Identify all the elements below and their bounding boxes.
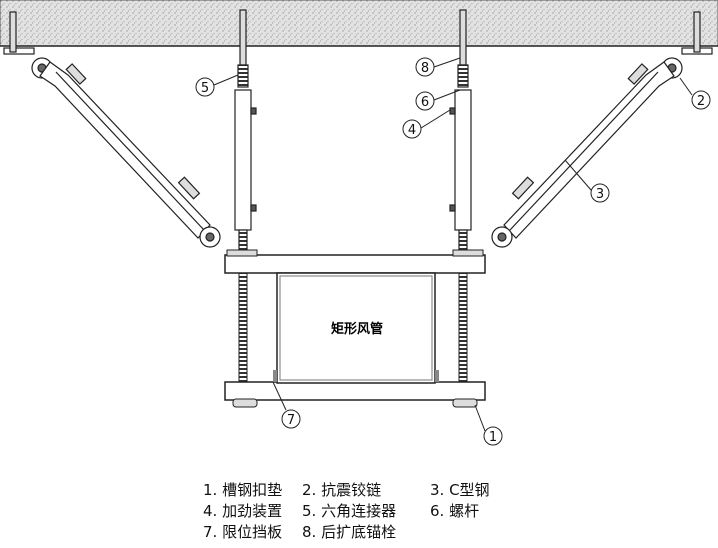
callout-8: 8 bbox=[421, 61, 429, 76]
legend-item: 3. C型钢 bbox=[430, 481, 490, 499]
legend-item: 4. 加劲装置 bbox=[203, 502, 283, 520]
threaded-rod-left bbox=[238, 272, 248, 383]
callout-7: 7 bbox=[287, 413, 295, 428]
callout-6: 6 bbox=[421, 95, 429, 110]
threaded-rod-right bbox=[458, 272, 468, 383]
legend-item: 6. 螺杆 bbox=[430, 502, 480, 520]
legend-item: 1. 槽钢扣垫 bbox=[203, 481, 283, 499]
callouts bbox=[195, 57, 711, 446]
left-diagonal-brace bbox=[3, 11, 221, 248]
legend-item: 8. 后扩底锚栓 bbox=[302, 523, 397, 541]
rectangular-duct bbox=[276, 272, 436, 384]
callout-3: 3 bbox=[596, 187, 604, 202]
right-diagonal-brace bbox=[491, 11, 713, 248]
callout-5: 5 bbox=[201, 81, 209, 96]
lower-channel-beam bbox=[224, 381, 486, 401]
callout-4: 4 bbox=[408, 123, 416, 138]
legend-item: 7. 限位挡板 bbox=[203, 523, 283, 541]
callout-1: 1 bbox=[489, 430, 497, 445]
legend-item: 2. 抗震铰链 bbox=[302, 481, 382, 499]
limit-plate-left bbox=[273, 370, 277, 382]
upper-channel-beam bbox=[224, 254, 486, 274]
right-vertical-hanger bbox=[449, 9, 472, 256]
callout-2: 2 bbox=[697, 94, 705, 109]
duct-label: 矩形风管 bbox=[330, 321, 383, 337]
legend-item: 5. 六角连接器 bbox=[302, 502, 397, 520]
limit-plate-right bbox=[435, 370, 439, 382]
ceiling-slab bbox=[0, 0, 718, 47]
